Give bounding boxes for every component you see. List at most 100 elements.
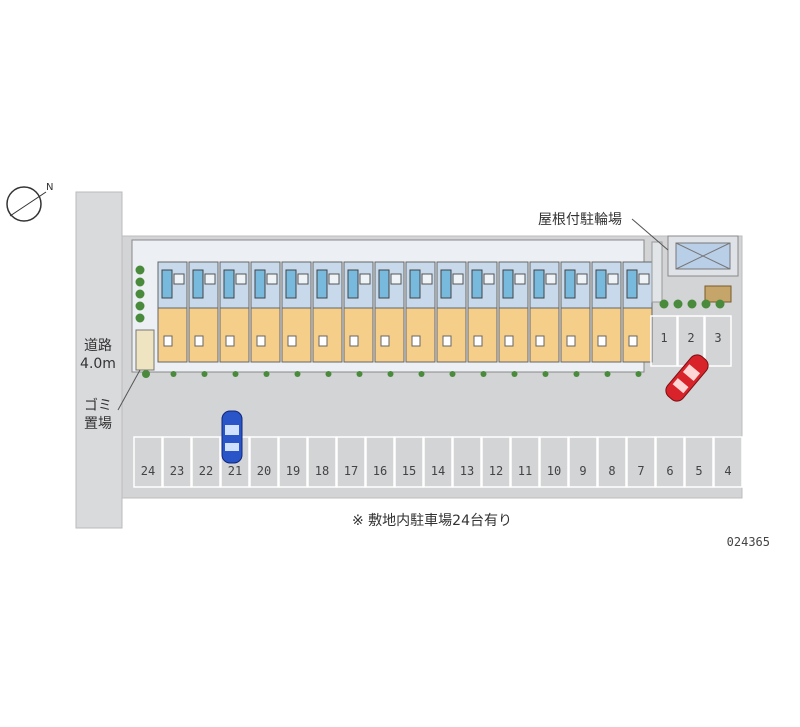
parking-space-number: 14 (431, 464, 445, 478)
apartment-unit (467, 261, 498, 363)
garbage-area-label: 置場 (84, 416, 112, 432)
shrub (387, 371, 394, 377)
shrub (701, 299, 711, 309)
parking-space-number: 24 (141, 464, 155, 478)
shrub (142, 370, 150, 378)
apartment-unit (529, 261, 560, 363)
car-icon (665, 354, 709, 402)
parking-space-number: 21 (228, 464, 242, 478)
parking-space: 24 (133, 436, 163, 488)
parking-space: 1 (650, 315, 678, 367)
parking-space: 9 (568, 436, 598, 488)
parking-space: 23 (162, 436, 192, 488)
shrub (135, 277, 145, 287)
parking-space-number: 8 (608, 464, 615, 478)
parking-row-bottom: 24 23 22 21 20 19 18 17 16 15 14 13 12 11 10 9 8 7 6 5 4 (133, 436, 743, 488)
parking-space-number: 4 (724, 464, 731, 478)
parking-space: 15 (394, 436, 424, 488)
shrub (511, 371, 518, 377)
apartment-unit (312, 261, 343, 363)
parking-space: 3 (704, 315, 732, 367)
apartment-unit (250, 261, 281, 363)
apartment-unit (281, 261, 312, 363)
parking-space-number: 19 (286, 464, 300, 478)
north-arrow-icon: N (6, 182, 53, 222)
road-width-label: 4.0m (80, 356, 116, 372)
parking-space-number: 15 (402, 464, 416, 478)
shrub (263, 371, 270, 377)
shrubs (659, 299, 725, 309)
shrub (673, 299, 683, 309)
shrub (659, 299, 669, 309)
parking-space: 8 (597, 436, 627, 488)
parking-space: 17 (336, 436, 366, 488)
parking-space-number: 1 (660, 331, 667, 345)
road-label: 道路 (84, 338, 112, 354)
apartment-unit (405, 261, 436, 363)
shrub (418, 371, 425, 377)
shrub (294, 371, 301, 377)
parking-space-number: 17 (344, 464, 358, 478)
shrub (232, 371, 239, 377)
parking-space: 12 (481, 436, 511, 488)
apartment-units (135, 261, 653, 378)
shrub (135, 301, 145, 311)
parking-space: 20 (249, 436, 279, 488)
garbage-label: ゴミ (84, 397, 112, 414)
parking-space: 5 (684, 436, 714, 488)
parking-space-number: 10 (547, 464, 561, 478)
bicycle-parking-label: 屋根付駐輪場 (538, 211, 622, 228)
shrub (449, 371, 456, 377)
parking-space: 7 (626, 436, 656, 488)
apartment-unit (560, 261, 591, 363)
parking-space: 4 (713, 436, 743, 488)
parking-space-number: 3 (714, 331, 721, 345)
shrub (573, 371, 580, 377)
parking-space: 13 (452, 436, 482, 488)
shrub (480, 371, 487, 377)
bicycle-parking (651, 235, 739, 303)
apartment-unit (436, 261, 467, 363)
shrub (604, 371, 611, 377)
parking-space-number: 5 (695, 464, 702, 478)
apartment-unit (157, 261, 188, 363)
parking-space-number: 2 (687, 331, 694, 345)
apartment-unit (622, 261, 653, 363)
map-code: 024365 (727, 535, 770, 549)
parking-space: 18 (307, 436, 337, 488)
parking-space-number: 6 (666, 464, 673, 478)
apartment-unit (219, 261, 250, 363)
parking-space-number: 9 (579, 464, 586, 478)
parking-space: 16 (365, 436, 395, 488)
road (75, 191, 123, 529)
shrub (201, 371, 208, 377)
shrub (325, 371, 332, 377)
parking-space: 6 (655, 436, 685, 488)
parking-space: 11 (510, 436, 540, 488)
apartment-unit (498, 261, 529, 363)
car-icon (221, 410, 243, 464)
shrub (135, 289, 145, 299)
shrub (687, 299, 697, 309)
shrub (135, 313, 145, 323)
parking-space-number: 16 (373, 464, 387, 478)
parking-note: ※ 敷地内駐車場24台有り (352, 512, 512, 529)
parking-space: 22 (191, 436, 221, 488)
parking-space-number: 7 (637, 464, 644, 478)
parking-space-number: 23 (170, 464, 184, 478)
apartment-unit (374, 261, 405, 363)
parking-space-number: 11 (518, 464, 532, 478)
parking-space: 19 (278, 436, 308, 488)
garbage-area (135, 329, 155, 371)
shrub (715, 299, 725, 309)
compass-letter: N (46, 182, 53, 193)
apartment-unit (343, 261, 374, 363)
parking-space: 10 (539, 436, 569, 488)
apartment-unit (591, 261, 622, 363)
parking-space: 14 (423, 436, 453, 488)
shrub (356, 371, 363, 377)
parking-space-number: 18 (315, 464, 329, 478)
shrub (170, 371, 177, 377)
parking-space-number: 12 (489, 464, 503, 478)
